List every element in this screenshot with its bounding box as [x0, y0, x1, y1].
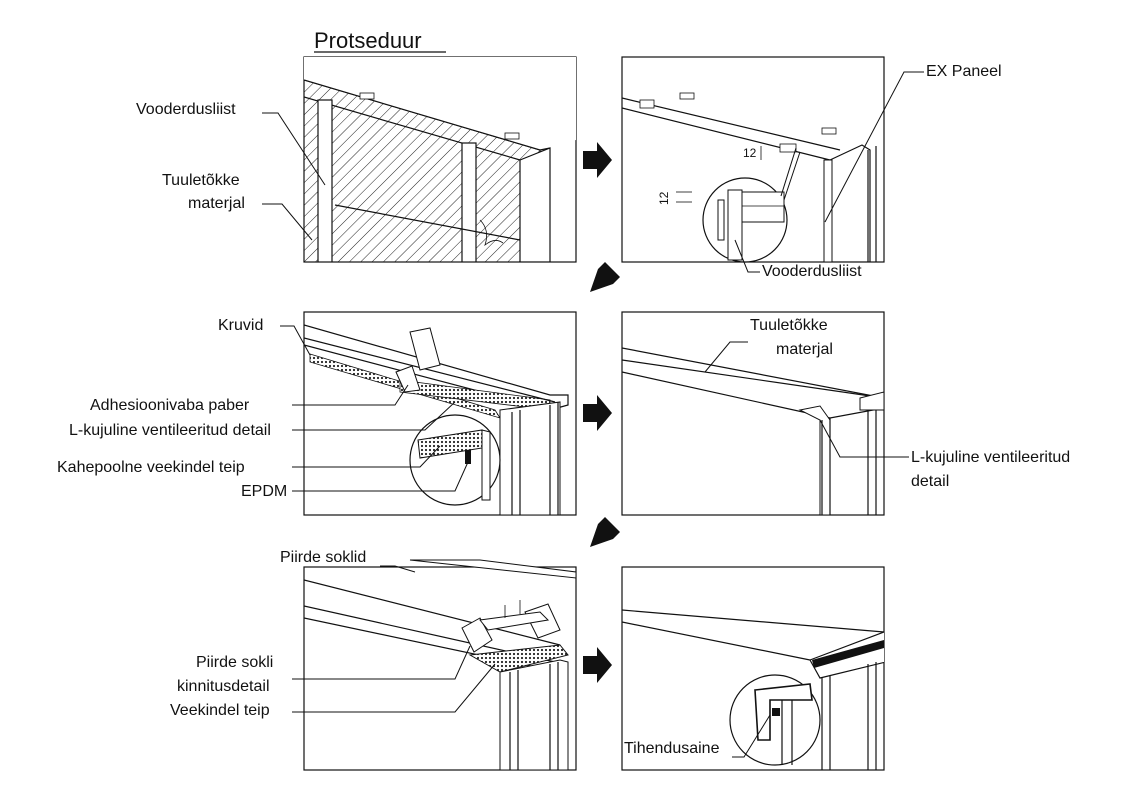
dim-label-12-side: 12 — [657, 191, 671, 205]
label-tuuletokke-4b: materjal — [776, 341, 833, 358]
furring-strip-1 — [317, 99, 333, 262]
label-kahepoolne: Kahepoolne veekindel teip — [57, 459, 245, 476]
leader-ex-paneel — [824, 71, 924, 223]
coping-piece — [409, 559, 577, 579]
arrow-right-icon — [583, 647, 612, 683]
leader-vooderdusliist-2 — [734, 239, 760, 273]
label-l-kujuline-4b: detail — [911, 473, 949, 490]
label-tuuletokke-1b: materjal — [188, 195, 245, 212]
leader-kinnitus — [292, 645, 471, 680]
panel-4-frame — [621, 311, 885, 516]
leader-veekindel — [292, 663, 496, 713]
panel-6: Tihendusaine — [621, 566, 885, 771]
leader-kruvid — [280, 325, 311, 356]
label-tuuletokke-1a: Tuuletõkke — [162, 172, 240, 189]
label-l-kujuline-4a: L-kujuline ventileeritud — [911, 449, 1070, 466]
label-kruvid: Kruvid — [218, 317, 263, 334]
leader-vooderdusliist-1 — [262, 112, 326, 186]
label-vooderdusliist-1: Vooderdusliist — [136, 101, 236, 118]
leader-epdm — [292, 461, 469, 492]
panel-4: Tuuletõkke materjal L-kujuline ventileer… — [621, 311, 1070, 516]
release-paper-strip — [409, 327, 441, 371]
label-kinnitus-a: Piirde sokli — [196, 654, 273, 671]
label-tihendusaine: Tihendusaine — [624, 740, 720, 757]
label-piirde-soklid: Piirde soklid — [280, 549, 366, 566]
leader-adhesioonivaba — [292, 384, 409, 406]
furring-strip-2 — [461, 142, 477, 262]
arrow-down-left-icon — [590, 262, 620, 292]
label-vooderdusliist-2: Vooderdusliist — [762, 263, 862, 280]
label-ex-paneel: EX Paneel — [926, 63, 1002, 80]
leader-kahepoolne — [292, 445, 441, 468]
label-kinnitus-b: kinnitusdetail — [177, 678, 270, 695]
label-epdm: EPDM — [241, 483, 287, 500]
page-title: Protseduur — [314, 28, 422, 53]
label-l-kujuline-3: L-kujuline ventileeritud detail — [69, 422, 271, 439]
panel-5: Piirde soklid Piirde sokli kinnitusdetai… — [170, 549, 577, 771]
panel-3: Kruvid Adhesioonivaba paber L-kujuline v… — [57, 311, 577, 516]
label-tuuletokke-4a: Tuuletõkke — [750, 317, 828, 334]
leader-l-kujuline-3 — [292, 401, 456, 431]
panel-1: Vooderdusliist Tuuletõkke materjal — [136, 56, 577, 263]
coping-bracket-left — [461, 617, 493, 653]
wind-barrier-cap — [622, 359, 884, 419]
dim-label-12-top: 12 — [743, 146, 757, 160]
ex-panel-edge — [823, 159, 833, 262]
label-adhesioonivaba: Adhesioonivaba paber — [90, 397, 250, 414]
label-veekindel: Veekindel teip — [170, 702, 270, 719]
leader-l-kujuline-4 — [819, 419, 909, 458]
leader-piirde-soklid — [380, 565, 416, 573]
arrow-down-left-icon — [590, 517, 620, 547]
leader-tuuletokke-1 — [262, 203, 313, 241]
arrow-right-icon — [583, 395, 612, 431]
sealant-bead — [772, 708, 780, 716]
arrow-right-icon — [583, 142, 612, 178]
leader-tuuletokke-4 — [704, 341, 748, 373]
leader-tihendusaine — [732, 714, 771, 758]
panel-2: 12 12 EX Paneel Vooderdusliist — [621, 56, 1002, 280]
